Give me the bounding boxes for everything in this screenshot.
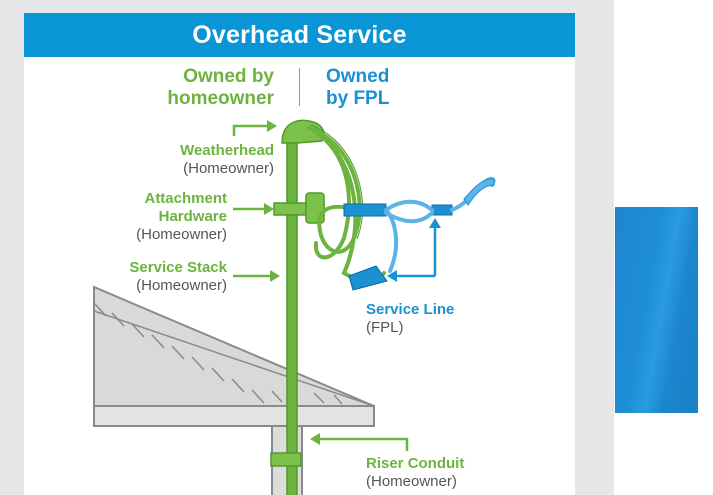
roof-shingles bbox=[93, 302, 375, 407]
weatherhead-arrowhead bbox=[267, 120, 277, 132]
house-fascia bbox=[93, 405, 375, 427]
weatherhead-label: Weatherhead (Homeowner) bbox=[180, 142, 274, 177]
fpl-connector-right bbox=[431, 204, 453, 216]
attachment-arrowhead bbox=[264, 203, 274, 215]
page-title: Overhead Service bbox=[24, 13, 575, 57]
service-stack-arrowhead bbox=[270, 270, 280, 282]
ownership-divider bbox=[299, 68, 300, 106]
fpl-wire-end bbox=[463, 178, 495, 206]
homeowner-wires-outline bbox=[309, 124, 364, 240]
riser-conduit-arrow bbox=[319, 437, 409, 451]
riser-coupling bbox=[270, 452, 302, 467]
diagram-card: Overhead Service Owned by homeowner Owne… bbox=[24, 13, 575, 495]
fpl-connector-top bbox=[343, 203, 387, 217]
weatherhead-arrow bbox=[232, 124, 269, 136]
overhead-service-diagram bbox=[93, 119, 496, 495]
service-line-arrowhead-up bbox=[429, 218, 441, 228]
service-stack-label: Service Stack (Homeowner) bbox=[129, 259, 227, 294]
fpl-connector-bottom bbox=[348, 265, 388, 291]
attachment-hardware-label: Attachment Hardware (Homeowner) bbox=[136, 190, 227, 243]
house-roof bbox=[93, 285, 375, 407]
side-blue-panel bbox=[615, 207, 698, 413]
service-stack-pipe bbox=[286, 140, 298, 495]
riser-conduit-label: Riser Conduit (Homeowner) bbox=[366, 455, 465, 490]
owned-by-homeowner-label: Owned by homeowner bbox=[167, 66, 274, 109]
riser-conduit-arrowhead bbox=[310, 433, 320, 445]
owned-by-fpl-label: Owned by FPL bbox=[326, 66, 390, 109]
service-line-arrowhead-left bbox=[387, 270, 397, 282]
service-line-label: Service Line (FPL) bbox=[366, 301, 455, 336]
